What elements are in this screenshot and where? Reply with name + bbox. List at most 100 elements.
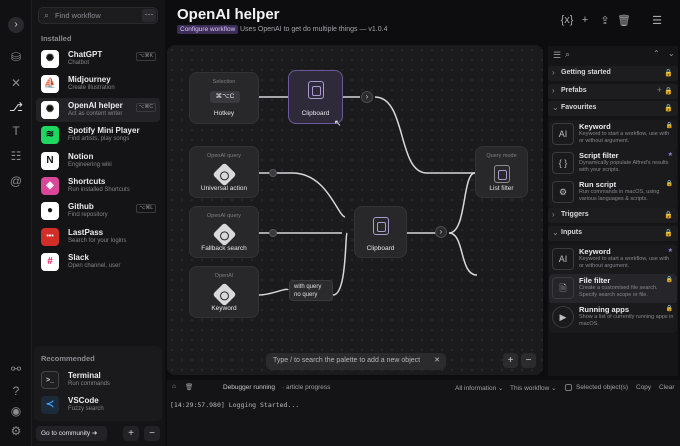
at-sign-icon[interactable]: @	[9, 174, 23, 188]
workflow-filter-select[interactable]: This workflow ⌄	[510, 385, 557, 392]
hotkey-node[interactable]: Selection ⌘⌥C Hotkey	[189, 72, 259, 124]
expand-chevron-icon[interactable]: ›	[361, 91, 373, 103]
lock-icon: 🔒	[665, 123, 673, 129]
github-logo-icon: ●	[41, 202, 59, 221]
panel-list-icon[interactable]: ☰	[553, 50, 562, 60]
workflows-icon[interactable]: ⎇	[9, 100, 23, 114]
clipboard-icon	[372, 217, 389, 235]
add-workflow-button[interactable]: +	[123, 426, 139, 441]
star-icon[interactable]: ★	[667, 248, 673, 254]
object-running-apps[interactable]: ▶ Running apps Show a list of currently …	[549, 303, 677, 333]
close-icon[interactable]: ✕	[434, 357, 440, 364]
workflow-name: LastPass	[68, 227, 104, 237]
lock-icon: 🔒	[664, 88, 673, 95]
feedback-icon[interactable]: ◉	[10, 404, 22, 418]
workflow-name: Midjourney	[68, 75, 111, 85]
section-triggers[interactable]: › Triggers 🔒	[548, 208, 678, 223]
object-keyword[interactable]: AI Keyword Keyword to start a workflow, …	[549, 120, 677, 150]
section-prefabs[interactable]: › Prefabs + 🔒	[548, 84, 678, 99]
chevron-down-icon: ⌄	[552, 228, 559, 237]
database-icon[interactable]: ⛁	[10, 50, 22, 64]
object-run-script[interactable]: ⚙ Run script Run commands in macOS, usin…	[549, 178, 677, 208]
section-title: Triggers	[561, 211, 589, 218]
section-inputs[interactable]: ⌄ Inputs 🔒	[548, 226, 678, 241]
recommended-item-vscode[interactable]: ≺ VSCode Fuzzy search	[36, 393, 160, 417]
export-icon[interactable]: ⇪	[600, 15, 610, 27]
info-filter-select[interactable]: All information ⌄	[455, 385, 504, 392]
workflow-desc: Search for your logins	[68, 237, 127, 244]
list-filter-node[interactable]: Query mode List filter	[475, 146, 528, 198]
more-options-button[interactable]: ···	[142, 9, 156, 22]
workflow-canvas[interactable]: Selection ⌘⌥C Hotkey Clipboard ↖ › OpenA…	[167, 45, 543, 375]
universal-action-node[interactable]: OpenAI query Universal action	[189, 146, 259, 198]
condition-no-query: no query	[294, 292, 318, 298]
clipboard-node-1[interactable]: Clipboard ↖	[288, 70, 343, 128]
typography-icon[interactable]: T	[12, 124, 20, 138]
chevron-down-icon: ⌄	[552, 103, 559, 112]
star-icon[interactable]: ★	[667, 152, 673, 158]
condition-node[interactable]: with query no query	[289, 280, 333, 301]
palette-hint: Type / to search the palette to add a ne…	[273, 357, 421, 364]
add-icon[interactable]: +	[656, 85, 662, 95]
shuffle-icon[interactable]: ✕	[10, 76, 22, 90]
help-icon[interactable]: ?	[12, 384, 20, 398]
debugger-toggle-icon[interactable]: ⌂	[172, 383, 176, 390]
menu-icon[interactable]: ☰	[652, 15, 662, 27]
object-keyword-input[interactable]: AI Keyword Keyword to start a workflow, …	[549, 245, 677, 275]
clipboard-node-2[interactable]: Clipboard	[354, 206, 407, 258]
selected-objects-checkbox[interactable]	[565, 384, 572, 391]
object-script-filter[interactable]: { } Script filter Dynamically populate A…	[549, 149, 677, 179]
search-input[interactable]: Find workflow	[55, 11, 101, 20]
collapse-down-icon[interactable]: ⌄	[668, 49, 675, 58]
item-name: VSCode	[68, 396, 99, 405]
object-desc: Show a list of currently running apps in…	[579, 314, 674, 327]
node-label: Clipboard	[301, 110, 330, 117]
share-icon[interactable]: ⚯	[10, 362, 22, 376]
workflow-search[interactable]: ⌕ Find workflow	[38, 7, 158, 24]
connector-dot[interactable]	[269, 229, 277, 237]
shortcuts-logo-icon: ◈	[41, 177, 59, 195]
remove-workflow-button[interactable]: −	[144, 426, 160, 441]
expand-chevron-icon[interactable]: ›	[435, 226, 447, 238]
workflow-desc: Engineering wiki	[68, 161, 112, 168]
clear-log-icon[interactable]: 🗑	[185, 384, 194, 391]
variables-icon[interactable]: {x}	[560, 14, 574, 26]
goto-community-button[interactable]: Go to community ➔	[36, 426, 107, 441]
chevron-right-icon: ›	[552, 210, 555, 219]
configure-workflow-button[interactable]: Configure workflow	[177, 25, 239, 34]
slack-logo-icon: #	[41, 253, 59, 272]
chevron-right-icon: ›	[552, 68, 555, 77]
object-file-filter[interactable]: 🗎 File filter Create a customised file s…	[549, 274, 677, 304]
collapse-sidebar-button[interactable]: ›	[8, 17, 24, 33]
clear-button[interactable]: Clear	[659, 384, 675, 391]
zoom-in-button[interactable]: +	[503, 353, 518, 368]
delete-icon[interactable]: 🗑	[617, 15, 631, 27]
panel-search-icon[interactable]: ⌕	[565, 49, 571, 59]
add-icon[interactable]: +	[581, 14, 589, 26]
fallback-search-node[interactable]: OpenAI query Fallback search	[189, 206, 259, 258]
node-type: Selection	[212, 79, 236, 85]
zoom-out-button[interactable]: −	[521, 353, 536, 368]
collapse-up-icon[interactable]: ⌃	[653, 49, 660, 58]
recommended-item-terminal[interactable]: >_ Terminal Run commands	[36, 368, 160, 392]
section-title: Getting started	[561, 69, 611, 76]
connector-dot[interactable]	[269, 169, 277, 177]
copy-button[interactable]: Copy	[636, 384, 652, 391]
keyword-node[interactable]: OpenAI Keyword	[189, 266, 259, 318]
section-favourites[interactable]: ⌄ Favourites 🔒	[548, 101, 678, 116]
debugger-status: Debugger running	[223, 384, 276, 391]
settings-icon[interactable]: ⚙	[10, 424, 22, 438]
section-getting-started[interactable]: › Getting started 🔒	[548, 66, 678, 81]
clipboard-history-icon[interactable]: ☷	[10, 149, 22, 163]
node-label: Keyword	[211, 305, 237, 312]
object-palette-search[interactable]: Type / to search the palette to add a ne…	[266, 353, 446, 370]
